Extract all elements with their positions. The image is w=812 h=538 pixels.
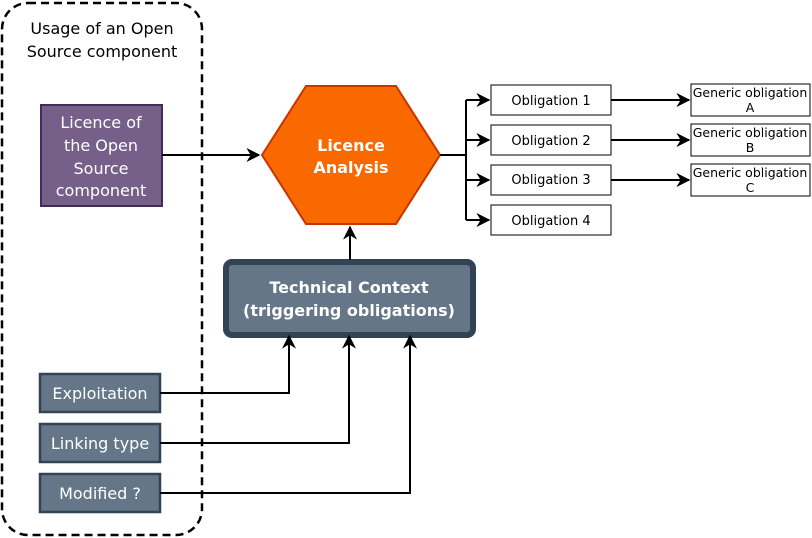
generic-obligation-a-line1: Generic obligation (693, 85, 808, 100)
licence-analysis-hexagon (260, 85, 442, 225)
licence-analysis-line2: Analysis (313, 158, 388, 177)
licence-line-2: the Open (64, 136, 138, 155)
exploitation-to-context-arrow (160, 334, 296, 394)
input-linking-type: Linking type (38, 422, 162, 464)
obligation-4: Obligation 4 (490, 204, 612, 236)
linking-type-label: Linking type (51, 434, 149, 453)
obligation-1: Obligation 1 (490, 84, 612, 116)
modified-to-context-arrow (160, 334, 417, 494)
licence-analysis-node: Licence Analysis (260, 85, 442, 225)
usage-group-border (0, 1, 204, 537)
obligation-1-label: Obligation 1 (511, 94, 590, 109)
usage-group: Usage of an Open Source component (0, 1, 204, 537)
generic-obligation-b: Generic obligation B (690, 123, 811, 157)
licence-analysis-line1: Licence (317, 136, 385, 155)
modified-label: Modified ? (59, 484, 141, 503)
generic-obligation-a-box (690, 83, 811, 117)
obligation-2-label: Obligation 2 (511, 134, 590, 149)
exploitation-label: Exploitation (52, 384, 147, 403)
connectors (160, 93, 691, 494)
obligation-2: Obligation 2 (490, 124, 612, 156)
generic-obligation-c: Generic obligation C (690, 163, 811, 197)
input-modified: Modified ? (38, 472, 162, 514)
licence-box (40, 104, 163, 207)
technical-context-node: Technical Context (triggering obligation… (223, 259, 476, 338)
generic-obligation-b-box (690, 123, 811, 157)
obligation-3-label: Obligation 3 (511, 173, 590, 188)
generic-obligation-a-line2: A (746, 100, 755, 115)
obligation-4-box (490, 204, 612, 236)
input-exploitation: Exploitation (38, 372, 162, 414)
licence-line-4: component (56, 181, 147, 200)
generic-obligation-c-box (690, 163, 811, 197)
linking-type-box (38, 422, 162, 464)
exploitation-box (38, 372, 162, 414)
generic-obligation-b-line2: B (746, 140, 755, 155)
generic-obligation-c-line1: Generic obligation (693, 165, 808, 180)
technical-context-box (223, 259, 476, 338)
obligation-2-box (490, 124, 612, 156)
generic-obligation-a: Generic obligation A (690, 83, 811, 117)
technical-context-line2: (triggering obligations) (243, 301, 455, 320)
licence-line-1: Licence of (60, 113, 142, 132)
generic-obligation-c-line2: C (746, 180, 755, 195)
usage-group-label-line1: Usage of an Open (30, 19, 173, 38)
obligation-4-label: Obligation 4 (511, 214, 590, 229)
obligation-3: Obligation 3 (490, 164, 612, 196)
linking-type-to-context-arrow (160, 334, 356, 444)
modified-box (38, 472, 162, 514)
licence-node: Licence of the Open Source component (40, 104, 163, 207)
usage-group-label-line2: Source component (27, 42, 178, 61)
generic-obligation-b-line1: Generic obligation (693, 125, 808, 140)
licence-line-3: Source (74, 159, 129, 178)
technical-context-line1: Technical Context (269, 278, 429, 297)
